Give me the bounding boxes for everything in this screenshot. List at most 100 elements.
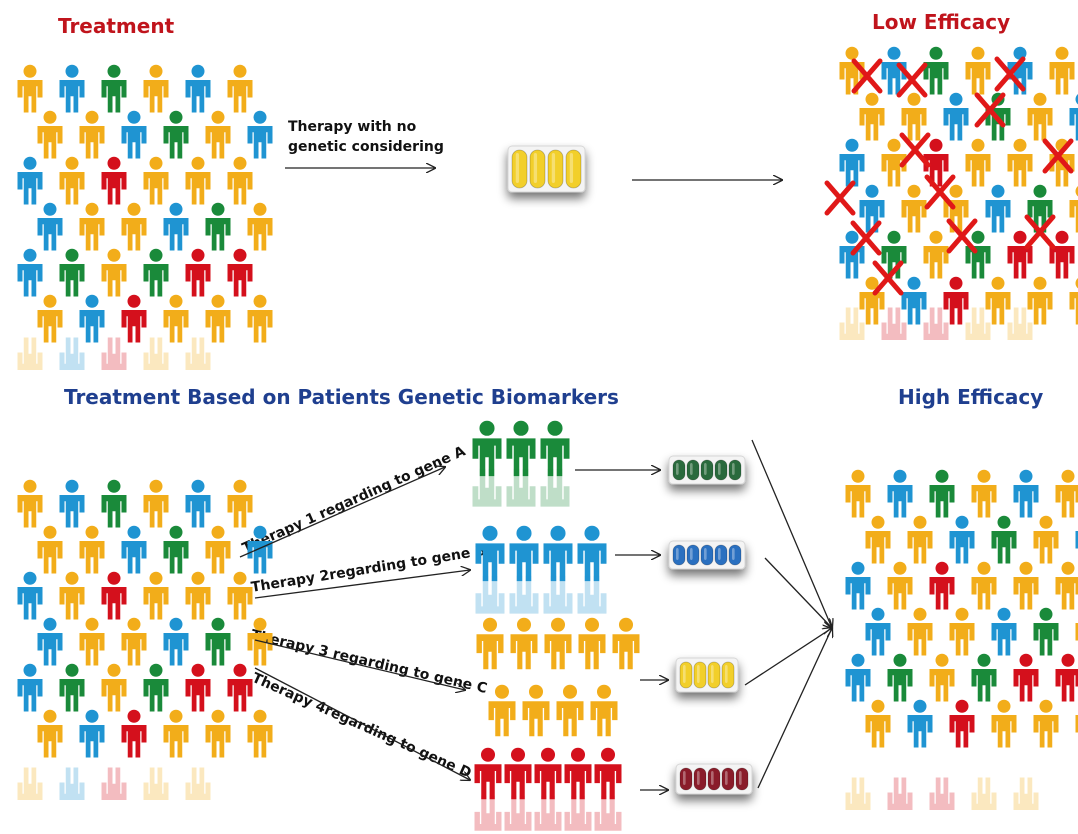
person-figure bbox=[522, 684, 550, 737]
pill bbox=[547, 149, 564, 189]
person-reflection bbox=[929, 777, 955, 810]
person-reflection bbox=[59, 767, 85, 800]
person-figure bbox=[504, 747, 532, 800]
person-figure bbox=[59, 156, 85, 205]
person-figure bbox=[929, 469, 955, 518]
pill bbox=[672, 544, 686, 566]
cross-mark bbox=[1024, 214, 1056, 250]
person-figure bbox=[476, 617, 504, 670]
person-reflection bbox=[59, 337, 85, 370]
person-figure bbox=[247, 202, 273, 251]
person-figure bbox=[859, 184, 885, 233]
person-reflection bbox=[845, 777, 871, 810]
person-figure bbox=[949, 607, 975, 656]
people-layer bbox=[17, 46, 1078, 831]
person-figure bbox=[17, 248, 43, 297]
person-figure bbox=[1007, 230, 1033, 279]
person-figure bbox=[121, 110, 147, 159]
arrow-yellow-to-high bbox=[744, 628, 832, 686]
person-figure bbox=[121, 294, 147, 343]
person-figure bbox=[859, 92, 885, 141]
pill bbox=[686, 459, 700, 481]
person-figure bbox=[544, 617, 572, 670]
pill bbox=[686, 544, 700, 566]
arrows-layer bbox=[239, 168, 832, 790]
pill bbox=[700, 544, 714, 566]
pill bbox=[714, 544, 728, 566]
person-figure bbox=[578, 617, 606, 670]
person-reflection bbox=[185, 767, 211, 800]
person-figure bbox=[79, 294, 105, 343]
person-figure bbox=[510, 617, 538, 670]
person-figure bbox=[101, 571, 127, 620]
person-figure bbox=[971, 561, 997, 610]
person-figure bbox=[205, 110, 231, 159]
person-figure bbox=[594, 747, 622, 800]
person-figure bbox=[143, 663, 169, 712]
person-figure bbox=[839, 230, 865, 279]
person-figure bbox=[59, 663, 85, 712]
person-figure bbox=[943, 276, 969, 325]
person-figure bbox=[163, 525, 189, 574]
person-figure bbox=[965, 138, 991, 187]
person-reflection bbox=[594, 795, 622, 831]
person-figure bbox=[121, 525, 147, 574]
pill-pack-red bbox=[675, 763, 753, 795]
person-figure bbox=[506, 420, 536, 477]
person-figure bbox=[101, 156, 127, 205]
person-figure bbox=[1049, 46, 1075, 95]
person-figure bbox=[965, 230, 991, 279]
arrow-therapy-4 bbox=[254, 667, 470, 780]
person-figure bbox=[163, 294, 189, 343]
person-figure bbox=[577, 525, 607, 582]
person-figure bbox=[185, 64, 211, 113]
person-reflection bbox=[564, 795, 592, 831]
title-low-efficacy: Low Efficacy bbox=[872, 10, 1011, 34]
arrow-therapy-2 bbox=[254, 570, 470, 599]
person-figure bbox=[185, 663, 211, 712]
person-figure bbox=[881, 230, 907, 279]
pill bbox=[679, 661, 693, 689]
person-reflection bbox=[543, 575, 573, 614]
person-figure bbox=[37, 294, 63, 343]
person-figure bbox=[37, 202, 63, 251]
person-figure bbox=[887, 469, 913, 518]
pill bbox=[721, 767, 735, 791]
pill bbox=[700, 459, 714, 481]
person-figure bbox=[540, 420, 570, 477]
person-figure bbox=[247, 525, 273, 574]
person-figure bbox=[1013, 469, 1039, 518]
person-reflection bbox=[506, 468, 536, 507]
pill-pack-standard bbox=[507, 145, 586, 193]
population-high-efficacy bbox=[845, 469, 1078, 810]
person-figure bbox=[227, 156, 253, 205]
person-figure bbox=[1069, 186, 1078, 233]
person-figure bbox=[143, 479, 169, 528]
person-figure bbox=[121, 617, 147, 666]
person-figure bbox=[865, 607, 891, 656]
cross-mark bbox=[872, 260, 904, 296]
person-figure bbox=[101, 479, 127, 528]
person-figure bbox=[121, 709, 147, 758]
person-figure bbox=[17, 663, 43, 712]
person-figure bbox=[474, 747, 502, 800]
person-reflection bbox=[101, 337, 127, 370]
pills-layer bbox=[507, 145, 753, 795]
person-figure bbox=[121, 202, 147, 251]
person-reflection bbox=[475, 575, 505, 614]
person-reflection bbox=[17, 337, 43, 370]
cross-mark bbox=[924, 174, 956, 210]
person-figure bbox=[59, 479, 85, 528]
person-reflection bbox=[143, 337, 169, 370]
person-figure bbox=[1055, 653, 1078, 702]
person-figure bbox=[1033, 699, 1059, 748]
person-figure bbox=[929, 561, 955, 610]
crosses-layer bbox=[824, 56, 1074, 296]
person-figure bbox=[17, 156, 43, 205]
person-figure bbox=[1069, 94, 1078, 141]
person-figure bbox=[79, 617, 105, 666]
person-figure bbox=[101, 248, 127, 297]
label-no-genetic-line2: genetic considering bbox=[288, 139, 444, 155]
person-reflection bbox=[534, 795, 562, 831]
person-figure bbox=[163, 110, 189, 159]
